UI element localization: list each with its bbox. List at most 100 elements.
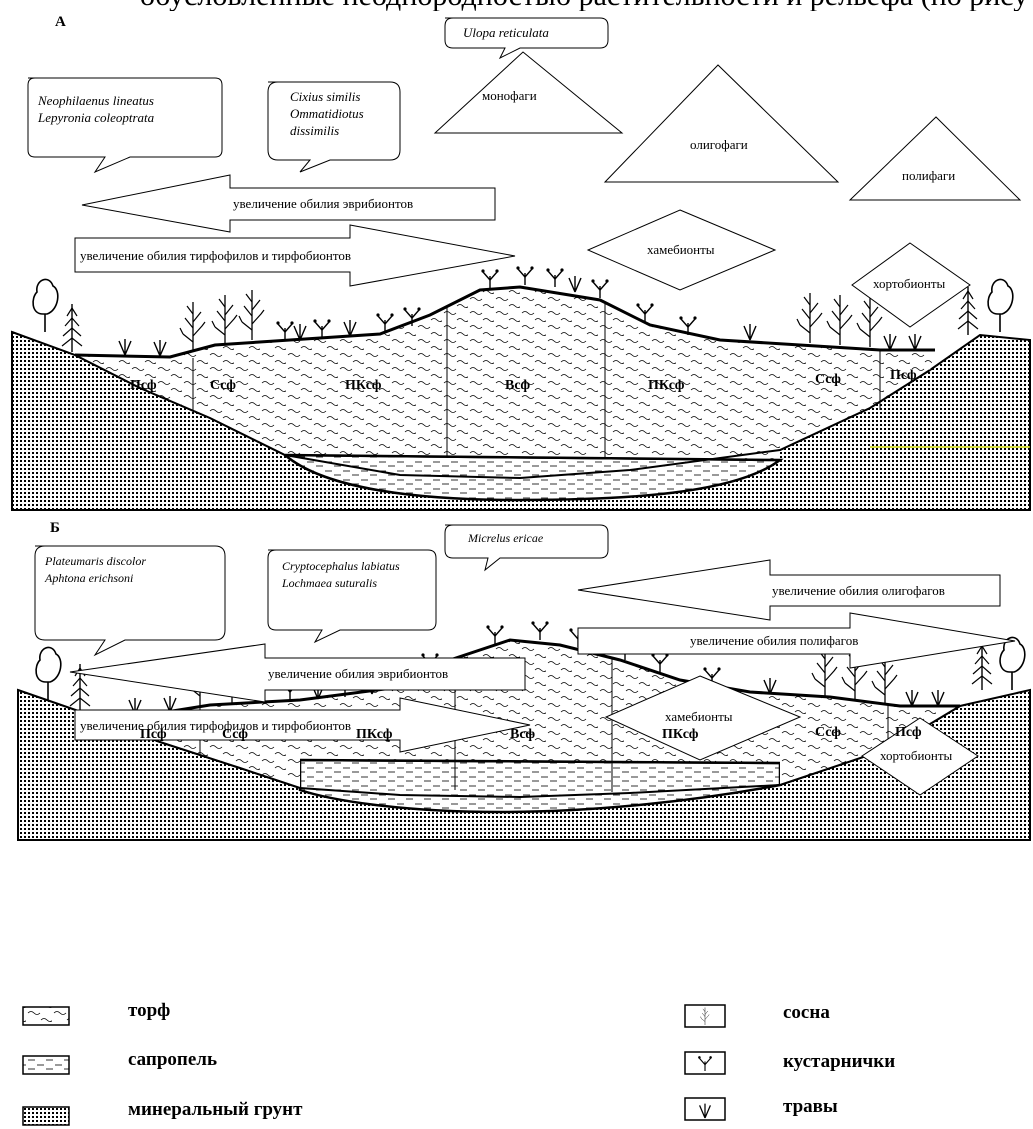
species-name: Cryptocephalus labiatus bbox=[282, 559, 400, 573]
zone-label: ПКсф bbox=[356, 727, 393, 742]
arrow-left-eurybionts-a bbox=[81, 174, 496, 233]
peat-b bbox=[90, 640, 960, 788]
zone-label: ПКсф bbox=[662, 727, 699, 742]
species-box-b3 bbox=[444, 524, 609, 572]
panel-a bbox=[11, 17, 1031, 511]
diamond-chortobionts-b bbox=[861, 717, 979, 796]
shrub-icon bbox=[312, 318, 332, 339]
species-text-b1: Plateumaris discolor Aphtona erichsoni bbox=[45, 553, 146, 587]
deciduous-tree-icon bbox=[987, 278, 1014, 333]
zone-label: Всф bbox=[505, 378, 531, 393]
species-name: Plateumaris discolor bbox=[45, 554, 146, 568]
species-box-b2 bbox=[267, 549, 437, 644]
triangle-monophages bbox=[433, 51, 624, 134]
grass-icon bbox=[118, 338, 132, 356]
species-text-a2: Cixius similis Ommatidiotus dissimilis bbox=[290, 88, 364, 139]
grass-icon bbox=[931, 689, 945, 707]
species-text-b2: Cryptocephalus labiatus Lochmaea sutural… bbox=[282, 558, 400, 592]
pine-icon bbox=[957, 286, 979, 336]
sapropel-b bbox=[298, 758, 782, 814]
zone-label: Ссф bbox=[815, 725, 841, 740]
diamond-chamaebionts-b bbox=[604, 675, 802, 761]
arrow-label-eurybionts-a: увеличение обилия эврибионтов bbox=[233, 196, 414, 211]
arrow-label-oligophages-b: увеличение обилия олигофагов bbox=[772, 583, 945, 598]
legend-label-mineral-soil: минеральный грунт bbox=[128, 1099, 303, 1120]
species-box-a2 bbox=[267, 81, 401, 173]
species-name: Ulopa reticulata bbox=[463, 25, 549, 40]
sapropel-swatch bbox=[22, 1055, 70, 1075]
zone-label: Псф bbox=[890, 368, 917, 383]
species-name: Cixius similis bbox=[290, 89, 361, 104]
cut-off-caption: обусловленные неоднородностью растительн… bbox=[0, 0, 1033, 11]
deciduous-tree-icon bbox=[999, 636, 1026, 691]
triangle-label-polyphages: полифаги bbox=[902, 168, 956, 183]
species-text-b3: Micrelus ericae bbox=[468, 530, 543, 547]
triangle-oligophages bbox=[603, 64, 840, 183]
species-name: Neophilaenus lineatus bbox=[38, 93, 154, 108]
zone-label: Псф bbox=[140, 727, 167, 742]
arrow-right-tyrphophiles-b bbox=[74, 697, 531, 753]
arrow-left-eurybionts-b bbox=[69, 643, 526, 703]
legend-label-grasses: травы bbox=[783, 1096, 838, 1117]
triangle-polyphages bbox=[848, 116, 1022, 201]
species-box-a3 bbox=[444, 17, 609, 60]
zone-label: ПКсф bbox=[648, 378, 685, 393]
pine-icon bbox=[796, 292, 823, 344]
panel-letter-a: А bbox=[55, 14, 66, 30]
zone-label: Всф bbox=[510, 727, 536, 742]
pine-icon bbox=[971, 641, 993, 691]
peat-a bbox=[75, 287, 935, 460]
arrow-label-tyrphophiles-a: увеличение обилия тирфофилов и тирфобион… bbox=[80, 248, 352, 263]
grass-icon bbox=[908, 333, 922, 351]
legend bbox=[22, 1004, 726, 1126]
species-name: Lepyronia coleoptrata bbox=[38, 110, 155, 125]
species-name: dissimilis bbox=[290, 123, 340, 138]
legend-label-peat: торф bbox=[128, 1000, 171, 1021]
pine-icon bbox=[61, 303, 83, 353]
shrub-icon bbox=[515, 265, 535, 286]
legend-label-pine: сосна bbox=[783, 1002, 830, 1023]
zone-label: Ссф bbox=[222, 727, 248, 742]
peat-swatch bbox=[22, 1006, 70, 1026]
zone-label: Ссф bbox=[210, 378, 236, 393]
pine-icon bbox=[826, 294, 853, 346]
pine-icon bbox=[179, 301, 206, 353]
pine-icon bbox=[211, 294, 238, 346]
shrub-icon bbox=[485, 624, 505, 645]
species-name: Ommatidiotus bbox=[290, 106, 364, 121]
diamond-label-chortobionts-b: хортобионты bbox=[880, 748, 953, 763]
species-name: Lochmaea suturalis bbox=[282, 576, 378, 590]
diamond-chortobionts-a bbox=[851, 242, 971, 328]
species-box-a1 bbox=[27, 77, 223, 174]
arrow-label-polyphages-b: увеличение обилия полифагов bbox=[690, 633, 859, 648]
panel-b bbox=[17, 524, 1031, 841]
zone-label: Псф bbox=[130, 378, 157, 393]
panel-letter-b: Б bbox=[50, 520, 60, 536]
deciduous-tree-icon bbox=[35, 646, 62, 701]
diamond-label-chamaebionts-b: хамебионты bbox=[665, 709, 733, 724]
legend-label-sapropel: сапропель bbox=[128, 1049, 218, 1070]
triangle-label-oligophages: олигофаги bbox=[690, 137, 748, 152]
diamond-chamaebionts-a bbox=[586, 209, 777, 291]
deciduous-tree-icon bbox=[32, 278, 59, 333]
shrub-icon bbox=[545, 267, 565, 288]
shrub-icon bbox=[650, 652, 670, 673]
arrow-label-tyrphophiles-b: увеличение обилия тирфофилов и тирфобион… bbox=[80, 718, 352, 733]
grass-icon bbox=[883, 333, 897, 351]
arrow-right-polyphages-b bbox=[577, 612, 1016, 669]
species-text-a3: Ulopa reticulata bbox=[463, 24, 549, 41]
shrub-icon bbox=[530, 620, 550, 641]
species-text-a1: Neophilaenus lineatus Lepyronia coleoptr… bbox=[38, 92, 154, 126]
legend-label-shrubs: кустарнички bbox=[783, 1051, 896, 1072]
diamond-label-chortobionts-a: хортобионты bbox=[873, 276, 946, 291]
shrub-icon bbox=[275, 320, 295, 341]
triangle-label-monophages: монофаги bbox=[482, 88, 537, 103]
zone-label: Ссф bbox=[815, 372, 841, 387]
species-box-b1 bbox=[34, 545, 226, 657]
zone-label: Псф bbox=[895, 725, 922, 740]
pine-icon bbox=[238, 289, 265, 341]
diamond-label-chamaebionts-a: хамебионты bbox=[647, 242, 715, 257]
mineral-soil-swatch bbox=[22, 1106, 70, 1126]
grass-icon bbox=[905, 689, 919, 707]
